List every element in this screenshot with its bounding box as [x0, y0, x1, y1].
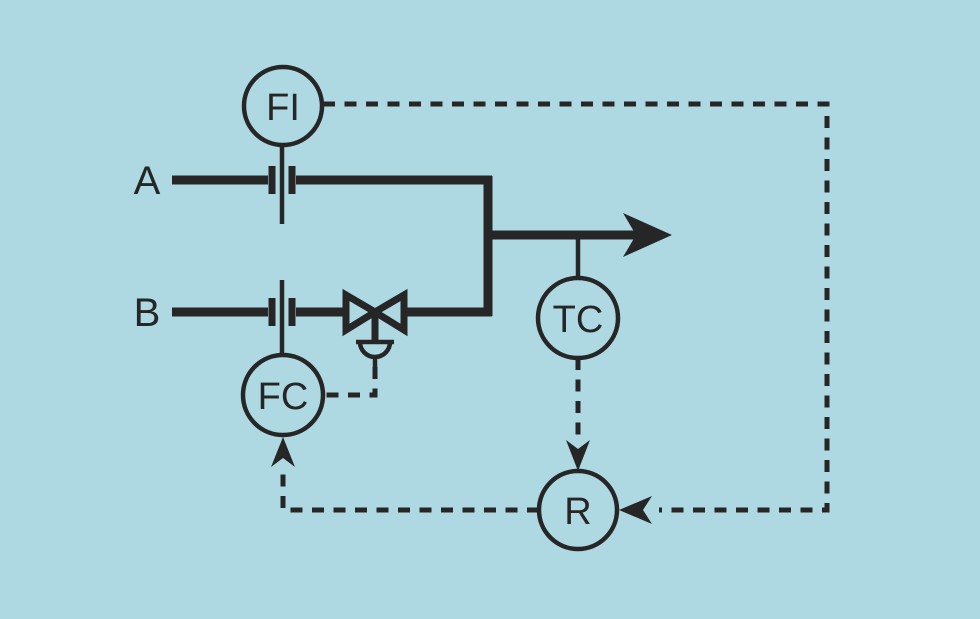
tc-label: TC — [553, 299, 604, 341]
valve-right-triangle-icon — [368, 288, 408, 337]
fc-instrument-circle — [240, 352, 326, 438]
signal-fc-to-valve — [325, 367, 378, 398]
orifice-plate-b — [268, 280, 296, 355]
stream-a-label: A — [134, 159, 161, 203]
fi-label: FI — [266, 87, 300, 129]
instrument-fc: FC — [240, 352, 326, 438]
instrument-fi: FI — [241, 64, 325, 148]
stream-b-label: B — [134, 291, 161, 335]
fc-label: FC — [258, 376, 309, 418]
signal-fi-to-ratio — [323, 101, 830, 513]
signal-arrow-into-fc-icon — [271, 437, 295, 467]
valve-actuator-icon — [356, 339, 394, 367]
control-valve-icon — [342, 288, 408, 367]
signal-lines — [271, 101, 830, 524]
valve-left-triangle-icon — [342, 288, 382, 337]
signal-arrow-into-ratio-top-icon — [566, 440, 590, 471]
tc-instrument-circle — [535, 275, 621, 361]
instrument-ratio: R — [536, 468, 620, 552]
ratio-instrument-circle — [536, 468, 620, 552]
fi-instrument-circle — [241, 64, 325, 148]
ratio-label: R — [564, 491, 591, 533]
orifice-plate-a — [268, 144, 296, 224]
signal-arrow-into-ratio-left-icon — [619, 496, 652, 524]
signal-ratio-to-fc — [280, 469, 539, 513]
process-pipes — [172, 175, 672, 317]
product-flow-arrow-icon — [623, 213, 672, 257]
instrument-tc: TC — [535, 275, 621, 361]
